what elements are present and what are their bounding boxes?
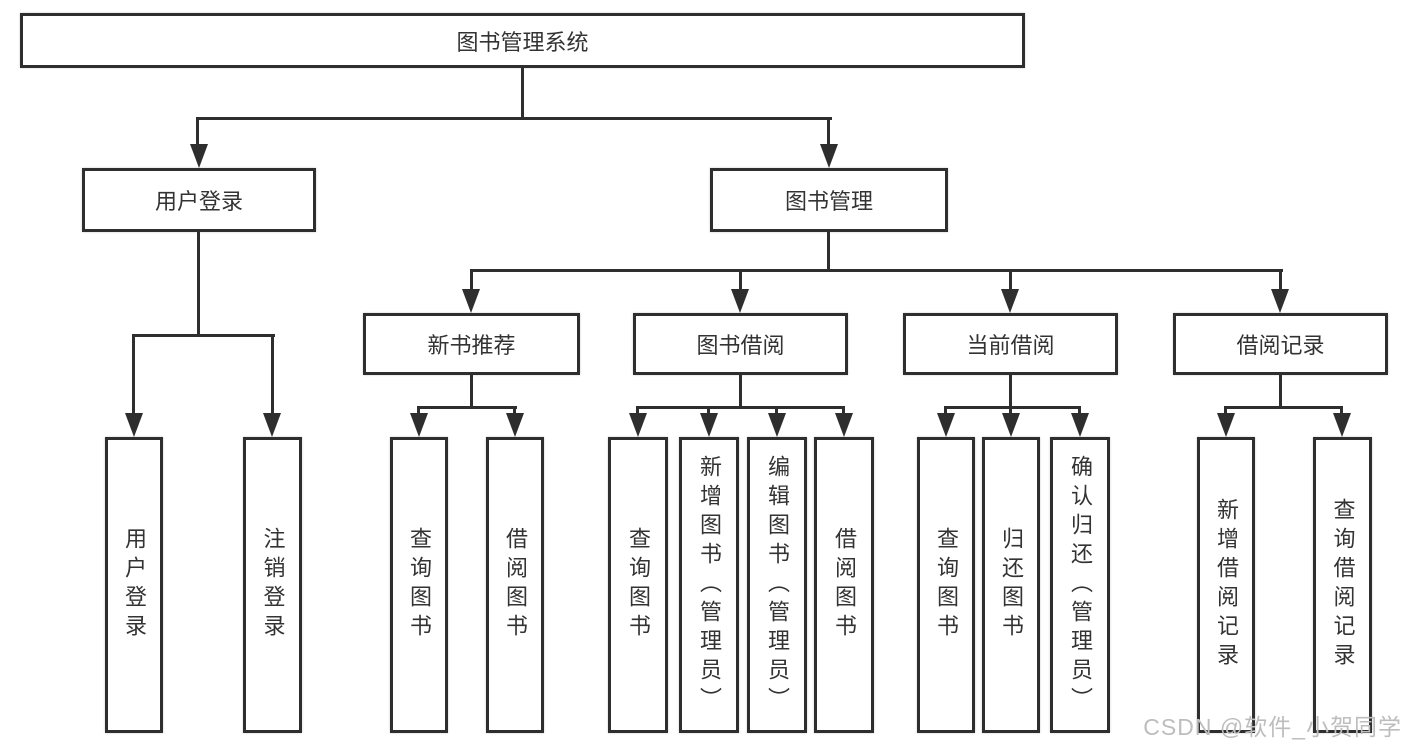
arrow-down-icon — [190, 144, 208, 168]
node-label: 归还图书 — [999, 527, 1024, 643]
leaf-query-books-current: 查询图书 — [917, 437, 975, 733]
connector-line — [417, 406, 420, 416]
node-label: 新增图书（管理员） — [697, 454, 722, 716]
arrow-down-icon — [1333, 413, 1351, 437]
connector-line — [470, 269, 1283, 272]
arrow-down-icon — [462, 289, 480, 313]
node-label: 借阅记录 — [1236, 333, 1325, 358]
connector-line — [132, 334, 275, 337]
arrow-down-icon — [1271, 289, 1289, 313]
connector-line — [1279, 269, 1282, 295]
node-book-management: 图书管理 — [710, 168, 948, 232]
connector-line — [1224, 406, 1227, 416]
leaf-add-borrow-record: 新增借阅记录 — [1197, 437, 1255, 733]
node-library-system: 图书管理系统 — [20, 13, 1025, 68]
connector-line — [707, 406, 710, 416]
connector-line — [132, 334, 135, 416]
arrow-down-icon — [1071, 413, 1089, 437]
leaf-borrow-books: 借阅图书 — [814, 437, 874, 733]
connector-line — [775, 406, 778, 416]
node-label: 查询图书 — [934, 527, 959, 643]
connector-line — [1009, 375, 1012, 409]
connector-line — [842, 406, 845, 416]
leaf-query-books-recommend: 查询图书 — [390, 437, 448, 733]
leaf-return-books: 归还图书 — [982, 437, 1040, 733]
connector-line — [739, 375, 742, 409]
leaf-edit-books-admin: 编辑图书（管理员） — [747, 437, 807, 733]
node-borrow-records: 借阅记录 — [1173, 313, 1388, 375]
arrow-down-icon — [1217, 413, 1235, 437]
node-label: 借阅图书 — [503, 527, 528, 643]
node-label: 用户登录 — [154, 189, 243, 214]
connector-line — [636, 406, 845, 409]
arrow-down-icon — [835, 413, 853, 437]
arrow-down-icon — [410, 413, 428, 437]
connector-line — [944, 406, 947, 416]
node-label: 注销登录 — [260, 527, 286, 643]
arrow-down-icon — [937, 413, 955, 437]
arrow-down-icon — [506, 413, 524, 437]
connector-line — [197, 232, 200, 337]
node-label: 当前借阅 — [966, 333, 1055, 358]
connector-line — [271, 334, 274, 416]
connector-line — [521, 68, 524, 118]
connector-line — [1078, 406, 1081, 416]
watermark: CSDN @软件_小贺同学 — [1143, 714, 1402, 740]
node-label: 图书管理系统 — [456, 29, 589, 55]
connector-line — [470, 375, 473, 409]
connector-line — [1279, 375, 1282, 409]
arrow-down-icon — [1001, 289, 1019, 313]
node-label: 编辑图书（管理员） — [765, 454, 790, 716]
arrow-down-icon — [1002, 413, 1020, 437]
arrow-down-icon — [263, 413, 281, 437]
node-label: 新增借阅记录 — [1214, 498, 1239, 672]
connector-line — [1009, 406, 1012, 416]
connector-line — [418, 406, 517, 409]
node-label: 图书管理 — [784, 189, 873, 214]
arrow-down-icon — [820, 144, 838, 168]
arrow-down-icon — [731, 289, 749, 313]
leaf-query-borrow-record: 查询借阅记录 — [1313, 437, 1372, 733]
connector-line — [196, 117, 832, 120]
connector-line — [636, 406, 639, 416]
connector-line — [1340, 406, 1343, 416]
connector-line — [827, 232, 830, 272]
arrow-down-icon — [125, 413, 143, 437]
arrow-down-icon — [768, 413, 786, 437]
node-current-borrow: 当前借阅 — [903, 313, 1118, 375]
leaf-query-books-borrow: 查询图书 — [608, 437, 668, 733]
node-label: 用户登录 — [122, 527, 147, 643]
arrow-down-icon — [629, 413, 647, 437]
connector-line — [739, 269, 742, 295]
node-user-login: 用户登录 — [82, 168, 316, 232]
node-new-book-recommend: 新书推荐 — [363, 313, 580, 375]
arrow-down-icon — [700, 413, 718, 437]
node-label: 借阅图书 — [832, 527, 857, 643]
node-label: 查询借阅记录 — [1330, 498, 1356, 672]
node-label: 查询图书 — [407, 527, 432, 643]
connector-line — [470, 269, 473, 295]
leaf-confirm-return-admin: 确认归还（管理员） — [1050, 437, 1110, 733]
node-book-borrow: 图书借阅 — [633, 313, 848, 375]
leaf-user-login: 用户登录 — [105, 437, 163, 733]
connector-line — [944, 406, 1081, 409]
connector-line — [513, 406, 516, 416]
connector-line — [196, 117, 199, 147]
connector-line — [1009, 269, 1012, 295]
connector-line — [1224, 406, 1343, 409]
node-label: 查询图书 — [626, 527, 651, 643]
leaf-logout: 注销登录 — [243, 437, 302, 733]
leaf-add-books-admin: 新增图书（管理员） — [679, 437, 739, 733]
node-label: 新书推荐 — [427, 333, 516, 358]
leaf-borrow-books-recommend: 借阅图书 — [486, 437, 544, 733]
connector-line — [827, 117, 830, 147]
node-label: 确认归还（管理员） — [1068, 454, 1093, 716]
node-label: 图书借阅 — [696, 333, 785, 358]
